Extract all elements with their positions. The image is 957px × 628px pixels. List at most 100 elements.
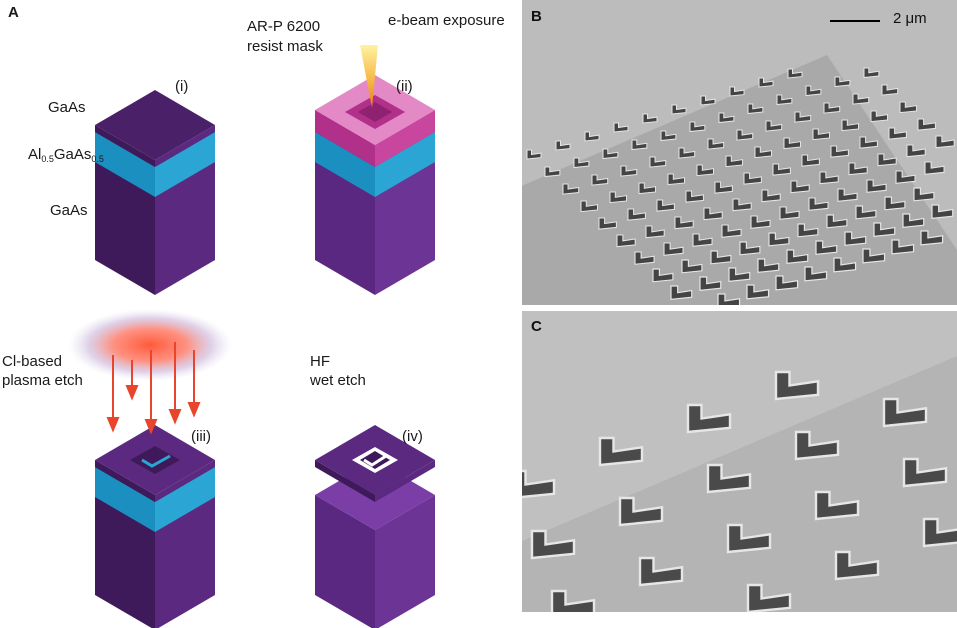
plasma-cloud	[68, 309, 232, 381]
algaas-gaas: GaAs	[53, 146, 92, 163]
l-shaped-hole	[786, 249, 809, 264]
algaas-subscript-1: 0.5	[41, 154, 54, 164]
l-shaped-hole	[580, 200, 599, 213]
etched-well	[130, 446, 180, 474]
l-shaped-hole	[645, 225, 665, 239]
step-label-ii: (ii)	[396, 78, 413, 95]
l-shaped-hole	[700, 95, 716, 106]
layer-label-top-gaas: GaAs	[48, 99, 86, 116]
gaas-top-right-face	[155, 460, 215, 502]
resist-label-line2: resist mask	[247, 38, 323, 55]
plasma-label-line2: plasma etch	[2, 372, 83, 389]
l-shaped-hole	[620, 165, 638, 177]
l-shaped-hole	[794, 430, 840, 461]
l-shaped-hole	[671, 104, 687, 115]
l-shaped-hole	[746, 284, 770, 300]
l-shaped-hole	[776, 94, 793, 106]
l-shaped-hole	[721, 224, 742, 238]
l-shaped-hole	[870, 110, 889, 123]
pillar-step-iii	[95, 425, 215, 628]
algaas-subscript-2: 0.5	[91, 154, 104, 164]
etched-l-trench	[141, 454, 171, 468]
l-shaped-hole	[768, 232, 790, 247]
etch-arrow-head	[144, 419, 158, 435]
l-shaped-hole	[775, 275, 799, 291]
l-shaped-hole	[674, 216, 694, 230]
etch-arrow-head	[125, 385, 139, 401]
l-shaped-hole	[863, 67, 880, 79]
l-shaped-hole	[805, 85, 822, 97]
l-shaped-hole	[555, 140, 571, 151]
l-shaped-hole	[710, 250, 732, 265]
l-shaped-hole	[728, 267, 751, 282]
l-shaped-hole	[866, 179, 887, 193]
algaas-right-face	[375, 132, 435, 197]
algaas-left-face	[315, 132, 375, 197]
l-shaped-hole	[573, 157, 590, 169]
l-shaped-hole	[670, 285, 693, 300]
l-shaped-hole	[689, 121, 706, 133]
l-shaped-hole-closeup	[522, 370, 957, 612]
l-shaped-hole	[729, 86, 745, 97]
l-shaped-hole	[699, 276, 722, 291]
l-shaped-hole	[902, 457, 948, 488]
l-shaped-hole	[877, 153, 897, 167]
l-shaped-hole	[736, 129, 754, 141]
gaas-pillar-left-face	[315, 495, 375, 628]
l-shaped-hole	[598, 436, 644, 467]
l-shaped-hole	[774, 370, 820, 401]
l-shaped-hole	[746, 583, 792, 612]
resist-label-line1: AR-P 6200	[247, 18, 321, 35]
l-shaped-hole	[826, 214, 848, 229]
etch-arrow-head	[168, 409, 182, 425]
pillar-step-ii	[315, 45, 435, 295]
l-shaped-hole	[801, 154, 820, 167]
l-shaped-hole-array	[526, 67, 955, 305]
l-shaped-hole	[873, 222, 896, 237]
gaas-top-right-face	[155, 125, 215, 167]
l-shaped-hole	[862, 248, 886, 264]
fabrication-diagram	[68, 45, 435, 628]
gaas-top-left-face	[95, 460, 155, 502]
l-shaped-hole	[783, 137, 802, 150]
algaas-left-face	[95, 132, 155, 197]
l-shaped-hole	[584, 131, 600, 142]
l-shaped-hole	[717, 293, 741, 305]
l-shaped-hole	[667, 173, 686, 186]
gaas-top-face	[95, 90, 215, 160]
l-shaped-hole	[732, 198, 752, 212]
l-shaped-hole	[642, 113, 658, 124]
l-shaped-hole	[686, 403, 732, 434]
l-shaped-hole	[616, 234, 636, 248]
l-shaped-hole	[830, 145, 849, 158]
membrane-hole-rim	[360, 451, 390, 469]
l-shaped-hole	[685, 190, 704, 203]
l-shaped-hole	[891, 239, 915, 255]
l-shaped-hole	[743, 172, 762, 185]
l-shaped-hole	[790, 180, 810, 194]
l-shaped-hole	[837, 188, 858, 202]
etch-arrow-head	[106, 417, 120, 433]
l-shaped-hole	[899, 101, 918, 114]
etch-arrow-head	[187, 402, 201, 418]
l-shaped-hole	[913, 187, 935, 202]
sem-image-closeup	[522, 311, 957, 612]
l-shaped-hole	[613, 122, 629, 133]
l-shaped-hole	[815, 240, 838, 255]
panel-letter-c: C	[531, 318, 542, 335]
l-shaped-hole	[591, 174, 609, 186]
l-shaped-hole	[634, 251, 655, 265]
l-shaped-hole	[922, 517, 957, 548]
membrane-l-slot	[363, 454, 387, 467]
l-shaped-hole	[649, 156, 667, 168]
l-shaped-hole	[931, 204, 954, 219]
l-shaped-hole	[772, 163, 791, 176]
l-shaped-hole	[656, 199, 675, 212]
l-shaped-hole	[758, 77, 774, 88]
l-shaped-hole	[808, 197, 829, 211]
membrane-left-edge	[315, 460, 375, 502]
gaas-pillar-right-face	[375, 495, 435, 628]
exposed-pattern-inner	[358, 102, 392, 122]
l-shaped-hole	[787, 68, 803, 79]
l-shaped-hole	[859, 136, 878, 149]
